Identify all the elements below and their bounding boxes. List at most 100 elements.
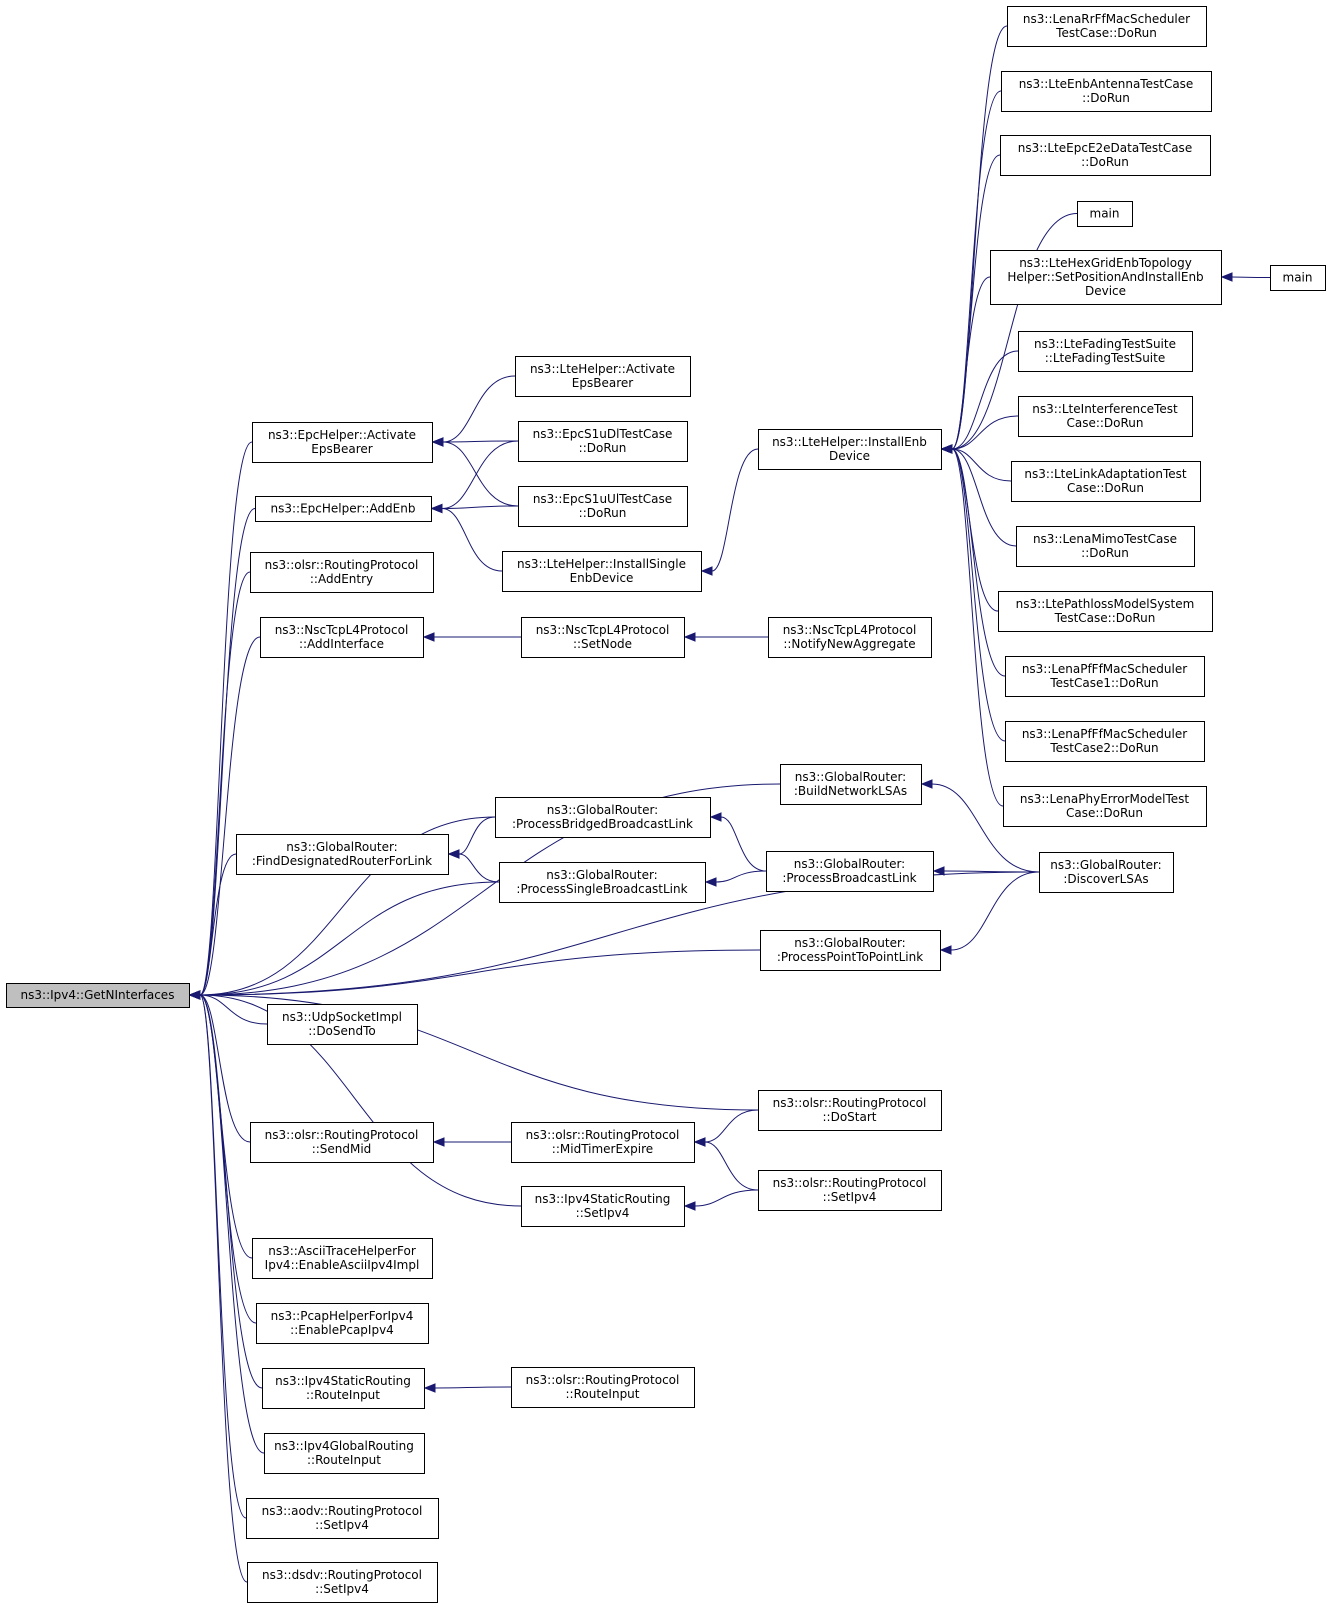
node-pcap[interactable]: ns3::PcapHelperForIpv4::EnablePcapIpv4 [256,1303,429,1344]
node-ascii[interactable]: ns3::AsciiTraceHelperForIpv4::EnableAsci… [252,1238,433,1279]
node-box[interactable] [255,496,432,522]
node-label: ns3::GlobalRouter: [286,840,397,854]
node-box[interactable] [1016,526,1195,567]
node-epc_addenb[interactable]: ns3::EpcHelper::AddEnb [255,496,432,522]
node-gr_finddesig[interactable]: ns3::GlobalRouter::FindDesignatedRouterF… [236,834,449,875]
edge-lenapf2-to-lte_installenb [951,448,1006,742]
node-box[interactable] [758,1090,942,1131]
node-box[interactable] [1003,786,1207,827]
node-label: :ProcessBroadcastLink [782,871,916,885]
node-udp_dosendto[interactable]: ns3::UdpSocketImpl::DoSendTo [267,1004,418,1045]
node-gr_discover[interactable]: ns3::GlobalRouter::DiscoverLSAs [1039,852,1174,893]
node-olsr_setipv4[interactable]: ns3::olsr::RoutingProtocol::SetIpv4 [758,1170,942,1211]
node-lenapf1[interactable]: ns3::LenaPfFfMacSchedulerTestCase1::DoRu… [1005,656,1205,697]
node-nsc_setnode[interactable]: ns3::NscTcpL4Protocol::SetNode [521,617,685,658]
node-box[interactable] [236,834,449,875]
node-box[interactable] [252,422,433,463]
node-olsr_addentry[interactable]: ns3::olsr::RoutingProtocol::AddEntry [250,552,434,593]
node-box[interactable] [250,552,434,593]
node-gr_bridged[interactable]: ns3::GlobalRouter::ProcessBridgedBroadca… [495,797,711,838]
node-epcs1uul[interactable]: ns3::EpcS1uUlTestCase::DoRun [518,486,688,527]
node-olsr_sendmid[interactable]: ns3::olsr::RoutingProtocol::SendMid [250,1122,434,1163]
node-box[interactable] [768,617,932,658]
node-box[interactable] [998,591,1213,632]
node-box[interactable] [256,1303,429,1344]
node-box[interactable] [1005,721,1205,762]
node-box[interactable] [518,421,688,462]
node-box[interactable] [766,851,934,892]
node-gr_p2p[interactable]: ns3::GlobalRouter::ProcessPointToPointLi… [760,930,941,971]
node-label: ::SetNode [573,637,632,651]
node-box[interactable] [1011,461,1201,502]
node-box[interactable] [518,486,688,527]
node-main1[interactable]: main [1077,201,1133,227]
node-box[interactable] [247,1562,438,1603]
node-box[interactable] [246,1498,439,1539]
node-box[interactable] [760,930,941,971]
node-gr_buildnet[interactable]: ns3::GlobalRouter::BuildNetworkLSAs [780,764,922,805]
node-epcs1udl[interactable]: ns3::EpcS1uDlTestCase::DoRun [518,421,688,462]
node-lteenbant[interactable]: ns3::LteEnbAntennaTestCase::DoRun [1001,71,1212,112]
node-ltepathloss[interactable]: ns3::LtePathlossModelSystemTestCase::DoR… [998,591,1213,632]
node-label: ns3::LteHexGridEnbTopology [1019,256,1192,270]
node-label: ns3::PcapHelperForIpv4 [271,1309,414,1323]
node-box[interactable] [780,764,922,805]
node-box[interactable] [1270,265,1326,291]
node-box[interactable] [1005,656,1205,697]
node-lteepce2e[interactable]: ns3::LteEpcE2eDataTestCase::DoRun [1000,135,1211,176]
node-lenapf2[interactable]: ns3::LenaPfFfMacSchedulerTestCase2::DoRu… [1005,721,1205,762]
node-box[interactable] [511,1367,695,1408]
node-olsr_dostart[interactable]: ns3::olsr::RoutingProtocol::DoStart [758,1090,942,1131]
node-nsc_notify[interactable]: ns3::NscTcpL4Protocol::NotifyNewAggregat… [768,617,932,658]
node-box[interactable] [758,1170,942,1211]
node-box[interactable] [990,250,1222,305]
node-box[interactable] [1001,71,1212,112]
node-box[interactable] [1077,201,1133,227]
node-label: Helper::SetPositionAndInstallEnb [1007,270,1203,284]
node-box[interactable] [6,983,190,1008]
node-main2[interactable]: main [1270,265,1326,291]
node-box[interactable] [264,1433,425,1474]
node-static_setipv4[interactable]: ns3::Ipv4StaticRouting::SetIpv4 [521,1186,685,1227]
node-box[interactable] [495,797,711,838]
node-box[interactable] [1000,135,1211,176]
node-olsr_routeinput[interactable]: ns3::olsr::RoutingProtocol::RouteInput [511,1367,695,1408]
node-olsr_midtimer[interactable]: ns3::olsr::RoutingProtocol::MidTimerExpi… [511,1122,695,1163]
node-box[interactable] [511,1122,695,1163]
node-gr_single[interactable]: ns3::GlobalRouter::ProcessSingleBroadcas… [499,862,706,903]
node-global_routeinput[interactable]: ns3::Ipv4GlobalRouting::RouteInput [264,1433,425,1474]
edge-lte_installenb-to-lte_installsingle [711,448,759,572]
node-box[interactable] [515,356,691,397]
node-static_routeinput[interactable]: ns3::Ipv4StaticRouting::RouteInput [262,1368,425,1409]
node-aodv_setipv4[interactable]: ns3::aodv::RoutingProtocol::SetIpv4 [246,1498,439,1539]
node-ltefading[interactable]: ns3::LteFadingTestSuite::LteFadingTestSu… [1018,331,1193,372]
node-box[interactable] [1007,6,1207,47]
node-box[interactable] [260,617,424,658]
node-box[interactable] [499,862,706,903]
node-root[interactable]: ns3::Ipv4::GetNInterfaces [6,983,190,1008]
node-box[interactable] [1018,396,1193,437]
node-gr_broadcast[interactable]: ns3::GlobalRouter::ProcessBroadcastLink [766,851,934,892]
node-box[interactable] [758,429,942,470]
node-dsdv_setipv4[interactable]: ns3::dsdv::RoutingProtocol::SetIpv4 [247,1562,438,1603]
node-box[interactable] [521,1186,685,1227]
node-box[interactable] [521,617,685,658]
node-box[interactable] [1039,852,1174,893]
node-box[interactable] [252,1238,433,1279]
node-box[interactable] [267,1004,418,1045]
node-ltehexgrid[interactable]: ns3::LteHexGridEnbTopologyHelper::SetPos… [990,250,1222,305]
node-box[interactable] [262,1368,425,1409]
node-box[interactable] [1018,331,1193,372]
node-lenamimo[interactable]: ns3::LenaMimoTestCase::DoRun [1016,526,1195,567]
node-box[interactable] [502,551,702,592]
node-box[interactable] [250,1122,434,1163]
node-nsc_addif[interactable]: ns3::NscTcpL4Protocol::AddInterface [260,617,424,658]
